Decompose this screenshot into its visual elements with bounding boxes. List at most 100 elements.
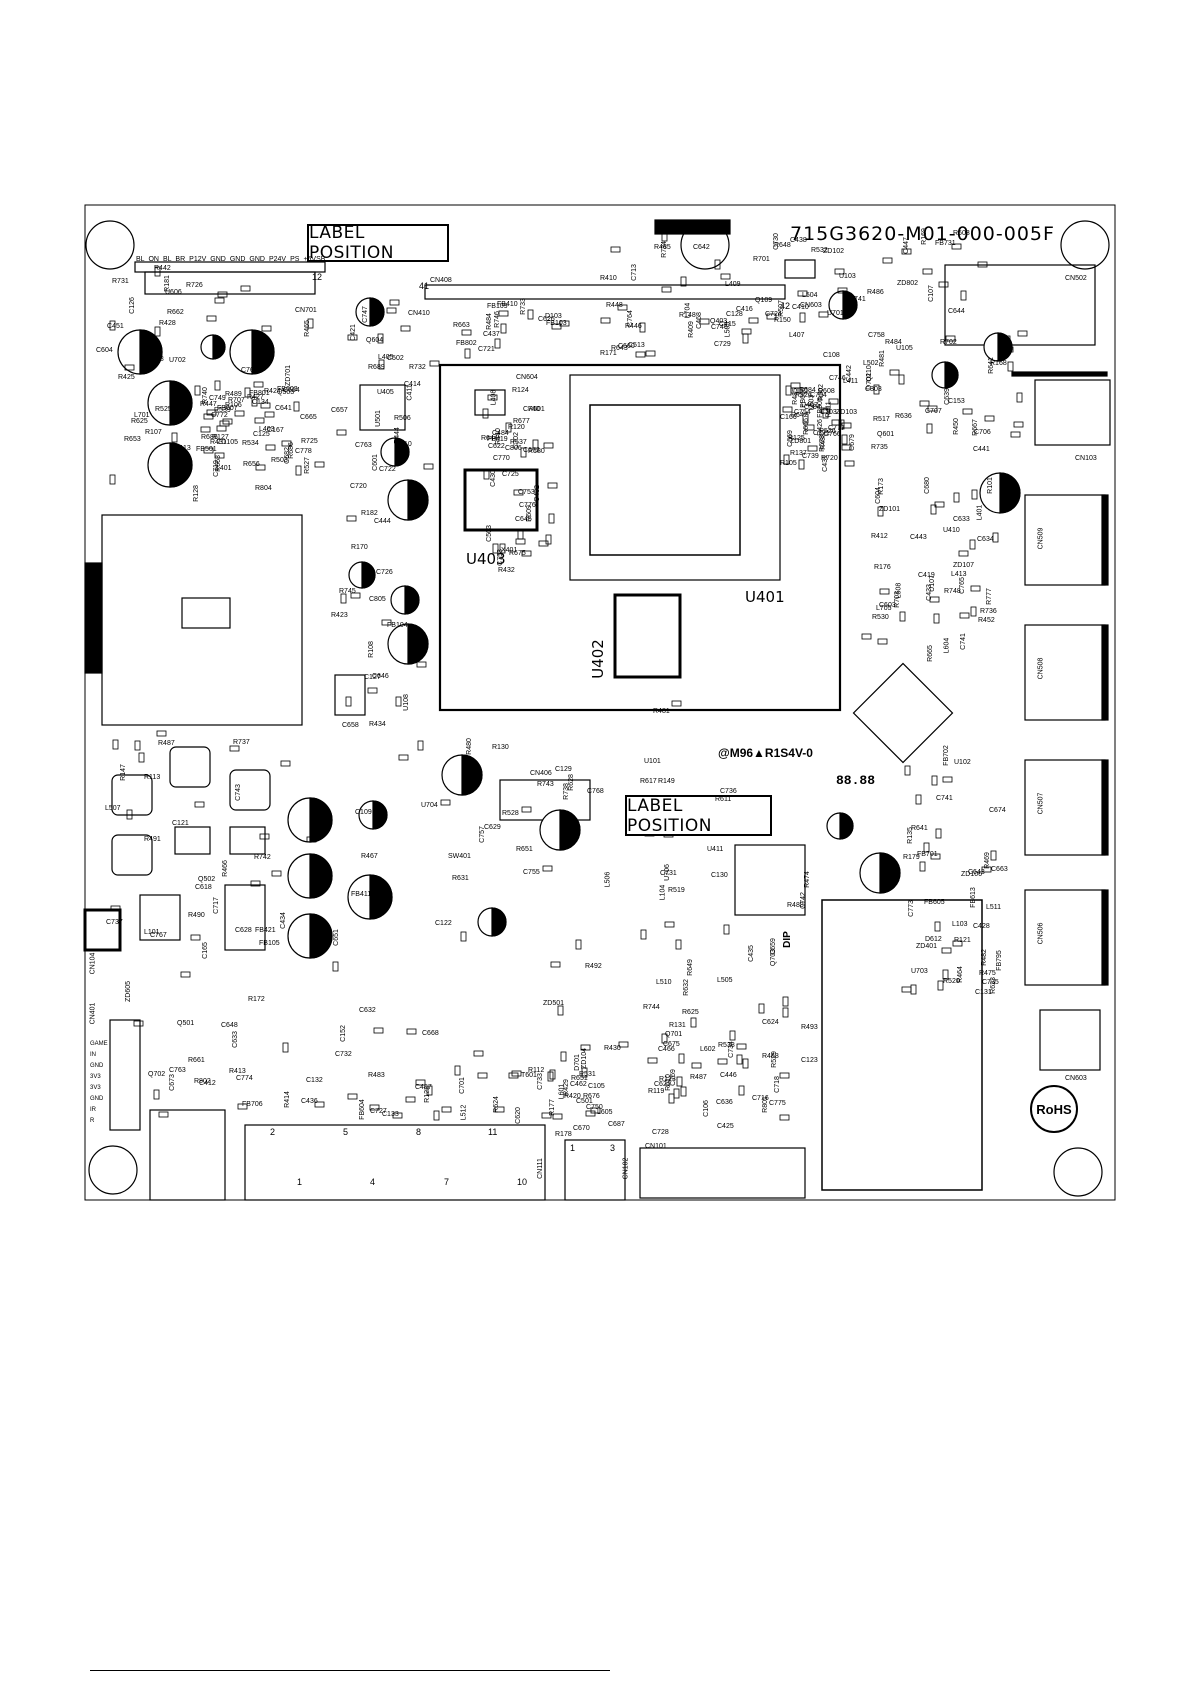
reference-designator: ZD501 — [543, 1000, 565, 1007]
reference-designator: C674 — [989, 807, 1006, 814]
reference-designator: C706 — [974, 429, 991, 436]
reference-designator: C434 — [279, 912, 287, 929]
connector-label-cn506: CN506 — [1037, 922, 1045, 945]
electrolytic-cap-c753 — [441, 754, 483, 796]
reference-designator: FB103 — [546, 320, 567, 327]
reference-designator: C125 — [253, 431, 270, 438]
reference-designator: FB410 — [497, 301, 518, 308]
u403-body — [463, 468, 539, 532]
smd-pad — [960, 290, 967, 301]
smd-pad — [661, 286, 672, 293]
reference-designator: Q503 — [277, 389, 295, 396]
reference-designator: R525 — [155, 406, 172, 413]
reference-designator: C675 — [663, 1041, 680, 1048]
connector-label-cn507: CN507 — [1037, 792, 1045, 815]
mounting-hole — [1060, 220, 1110, 270]
reference-designator: R707 — [228, 397, 245, 404]
reference-designator: C106 — [702, 1100, 710, 1117]
reference-designator: R746 — [493, 311, 501, 328]
reference-designator: R701 — [753, 256, 770, 263]
reference-designator: R742 — [254, 854, 271, 861]
smd-pad — [194, 385, 201, 396]
reference-designator: C109 — [355, 809, 372, 816]
smd-pad — [314, 1101, 325, 1108]
reference-designator: FB701 — [917, 851, 938, 858]
pin-number: 1 — [297, 1177, 303, 1187]
smd-pad-layer — [109, 231, 1028, 1121]
smd-pad — [971, 489, 978, 500]
reference-designator: R424 — [264, 388, 281, 395]
reference-designator: C437 — [483, 331, 500, 338]
reference-designator: C446 — [720, 1072, 737, 1079]
reference-designator: C740 — [523, 406, 540, 413]
reference-designator: R529 — [770, 1051, 778, 1068]
electrolytic-cap-c716 — [390, 585, 420, 615]
reference-designator: R105 — [780, 460, 797, 467]
reference-designator: ZD102 — [823, 248, 845, 255]
reference-designator: R410 — [600, 275, 617, 282]
reference-designator: R487 — [158, 740, 175, 747]
header-pin-label: P12V — [189, 256, 207, 263]
smd-pad — [494, 1106, 505, 1113]
reference-designator: C636 — [716, 1099, 733, 1106]
smd-pad — [381, 619, 392, 626]
reference-designator: R649 — [686, 959, 694, 976]
reference-designator: FB795 — [995, 950, 1003, 971]
reference-designator: R434 — [369, 721, 386, 728]
smd-pad — [1013, 421, 1024, 428]
pin-number: 8 — [416, 1127, 422, 1137]
smd-pad — [345, 696, 352, 707]
reference-designator: R106 — [225, 402, 242, 409]
smd-pad — [804, 424, 815, 431]
reference-designator: Q403 — [710, 318, 728, 325]
reference-designator: R748 — [944, 588, 961, 595]
reference-designator: R743 — [537, 781, 554, 788]
reference-designator: C764 — [626, 310, 634, 327]
smd-pad — [1017, 330, 1028, 337]
smd-pad — [990, 850, 997, 861]
smd-pad — [560, 1051, 567, 1062]
reference-designator: C703 — [820, 409, 837, 416]
reference-designator: U402 — [801, 402, 818, 409]
reference-designator: R107 — [145, 429, 162, 436]
reference-designator: R409 — [687, 321, 695, 338]
smd-pad — [214, 452, 225, 459]
header-pin-label: GND — [229, 256, 246, 263]
reference-designator: L601 — [558, 1083, 566, 1100]
smd-pad — [426, 1085, 433, 1096]
pin-number: 2 — [270, 1127, 276, 1137]
reference-designator: FB419 — [487, 436, 508, 443]
reference-designator: R689 — [368, 364, 385, 371]
reference-designator: C466 — [658, 1046, 675, 1053]
reference-designator: R530 — [872, 614, 889, 621]
smd-pad — [841, 434, 848, 445]
reference-designator: C771 — [813, 430, 830, 437]
smd-pad — [206, 315, 217, 322]
reference-designator: C753 — [518, 489, 535, 496]
smd-pad — [969, 539, 976, 550]
reference-designator: L705 — [876, 605, 892, 612]
reference-designator: C626 — [538, 316, 555, 323]
smd-pad — [549, 1069, 556, 1080]
mounting-hole — [1053, 1147, 1103, 1197]
smd-pad — [219, 420, 230, 427]
reference-designator: R121 — [954, 937, 971, 944]
smd-pad — [487, 394, 498, 401]
board-part-number: 715G3620-M01-000-005F — [790, 223, 1055, 245]
reference-designator: C413 — [174, 445, 191, 452]
header-pin-label: BL_ON — [136, 256, 159, 263]
smd-pad — [520, 447, 527, 458]
smd-pad — [691, 1062, 702, 1069]
soc-keepout — [438, 363, 842, 712]
smd-pad — [581, 1067, 588, 1078]
smd-pad — [984, 415, 995, 422]
reference-designator: R666 — [802, 418, 810, 435]
reference-designator: R169 — [920, 228, 928, 245]
smd-pad — [933, 613, 940, 624]
smd-pad — [367, 687, 378, 694]
reference-designator: R735 — [871, 444, 888, 451]
smd-pad — [671, 700, 682, 707]
smd-pad — [945, 335, 956, 342]
reference-designator: R448 — [606, 302, 623, 309]
reference-designator: C425 — [717, 1123, 734, 1130]
